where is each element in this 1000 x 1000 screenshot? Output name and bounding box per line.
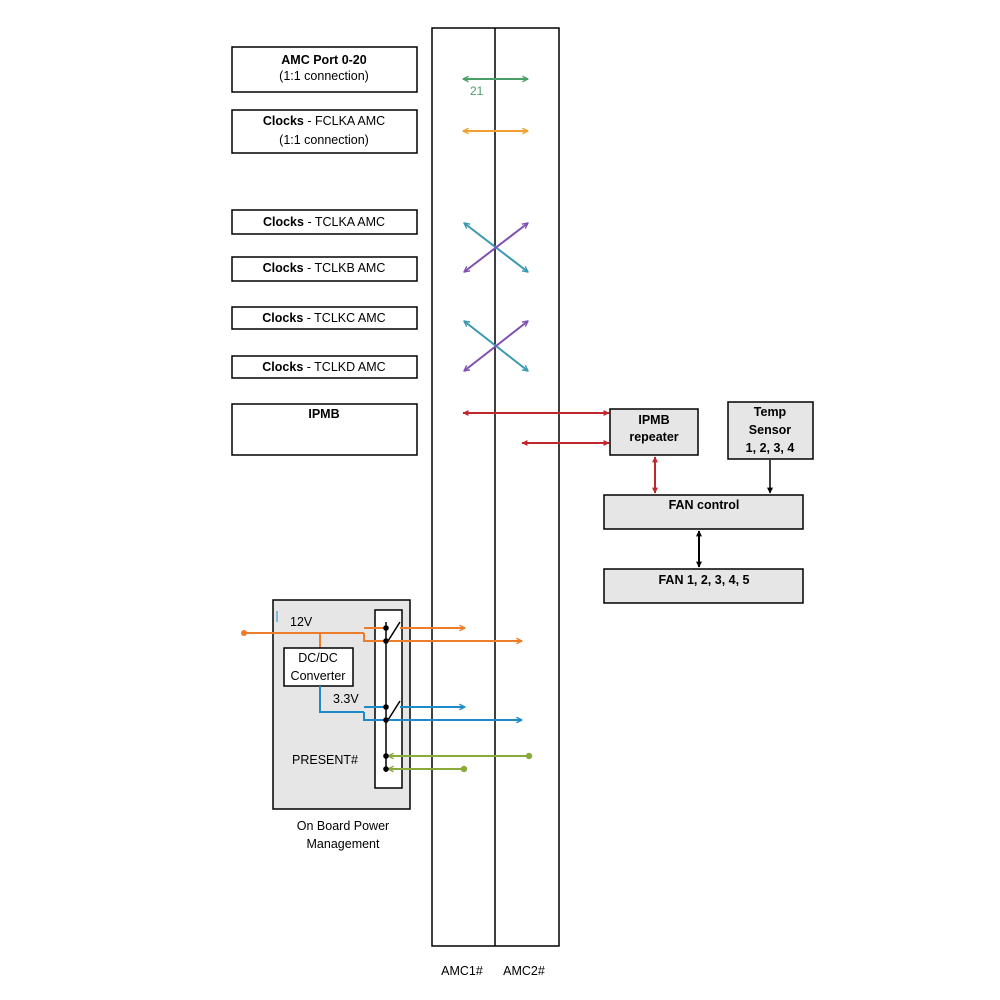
fclka-title: Clocks - FCLKA AMC (263, 114, 385, 128)
fclka-box: Clocks - FCLKA AMC (1:1 connection) (231, 109, 418, 154)
temp-sensor-line1: Temp (754, 405, 787, 419)
tclkc-title: Clocks - TCLKC AMC (262, 311, 385, 325)
ipmb-repeater-box: IPMB repeater (609, 408, 699, 456)
amc2-slot-label: AMC2# (503, 964, 545, 978)
tclka-box: Clocks - TCLKA AMC (231, 209, 418, 235)
ipmb-repeater-line1: IPMB (638, 413, 669, 427)
power-management-block (272, 599, 411, 810)
converter-line2: Converter (291, 669, 346, 683)
tclkc-box: Clocks - TCLKC AMC (231, 306, 418, 330)
v33-output-line (319, 686, 364, 713)
amc-port-box: AMC Port 0-20 (1:1 connection) (231, 46, 418, 93)
tclka-title: Clocks - TCLKA AMC (263, 215, 385, 229)
fan-control-box: FAN control (603, 494, 804, 530)
amc-port-sub: (1:1 connection) (279, 69, 369, 83)
amc-port-title: AMC Port 0-20 (281, 53, 366, 67)
tclkb-cross-arrow (464, 223, 528, 272)
tclkb-title: Clocks - TCLKB AMC (263, 261, 386, 275)
tclkd-title: Clocks - TCLKD AMC (262, 360, 385, 374)
v33-switch-lever (387, 700, 401, 721)
temp-sensor-line2: Sensor (749, 423, 792, 437)
ipmb-repeater-line2: repeater (629, 430, 678, 444)
present-label: PRESENT# (292, 753, 358, 767)
power-caption-line1: On Board Power (297, 819, 389, 833)
v12-switch-lever (387, 621, 401, 642)
v12-label: 12V (290, 615, 313, 629)
temp-sensor-line3: 1, 2, 3, 4 (746, 441, 795, 455)
fans-box: FAN 1, 2, 3, 4, 5 (603, 568, 804, 604)
ipmb-title: IPMB (308, 407, 339, 421)
tclkd-cross-arrow (464, 321, 528, 371)
power-switch-bar (374, 609, 403, 789)
tclkb-box: Clocks - TCLKB AMC (231, 256, 418, 282)
amc1-slot-label: AMC1# (441, 964, 483, 978)
fans-title: FAN 1, 2, 3, 4, 5 (658, 573, 749, 587)
fclka-sub: (1:1 connection) (279, 133, 369, 147)
port-21-label: 21 (470, 84, 484, 98)
v33-label: 3.3V (333, 692, 359, 706)
fan-control-title: FAN control (669, 498, 740, 512)
temp-sensor-box: Temp Sensor 1, 2, 3, 4 (727, 401, 814, 460)
present-amc2-dot (525, 752, 533, 760)
power-caption-line2: Management (307, 837, 380, 851)
converter-line1: DC/DC (298, 651, 338, 665)
v12-switch-wire (363, 633, 386, 642)
present-amc1-dot (460, 765, 468, 773)
ipmb-box: IPMB (231, 403, 418, 456)
v33-switch-wire (363, 712, 386, 721)
dc-dc-converter-box: DC/DC Converter (283, 647, 354, 687)
tclkd-box: Clocks - TCLKD AMC (231, 355, 418, 379)
